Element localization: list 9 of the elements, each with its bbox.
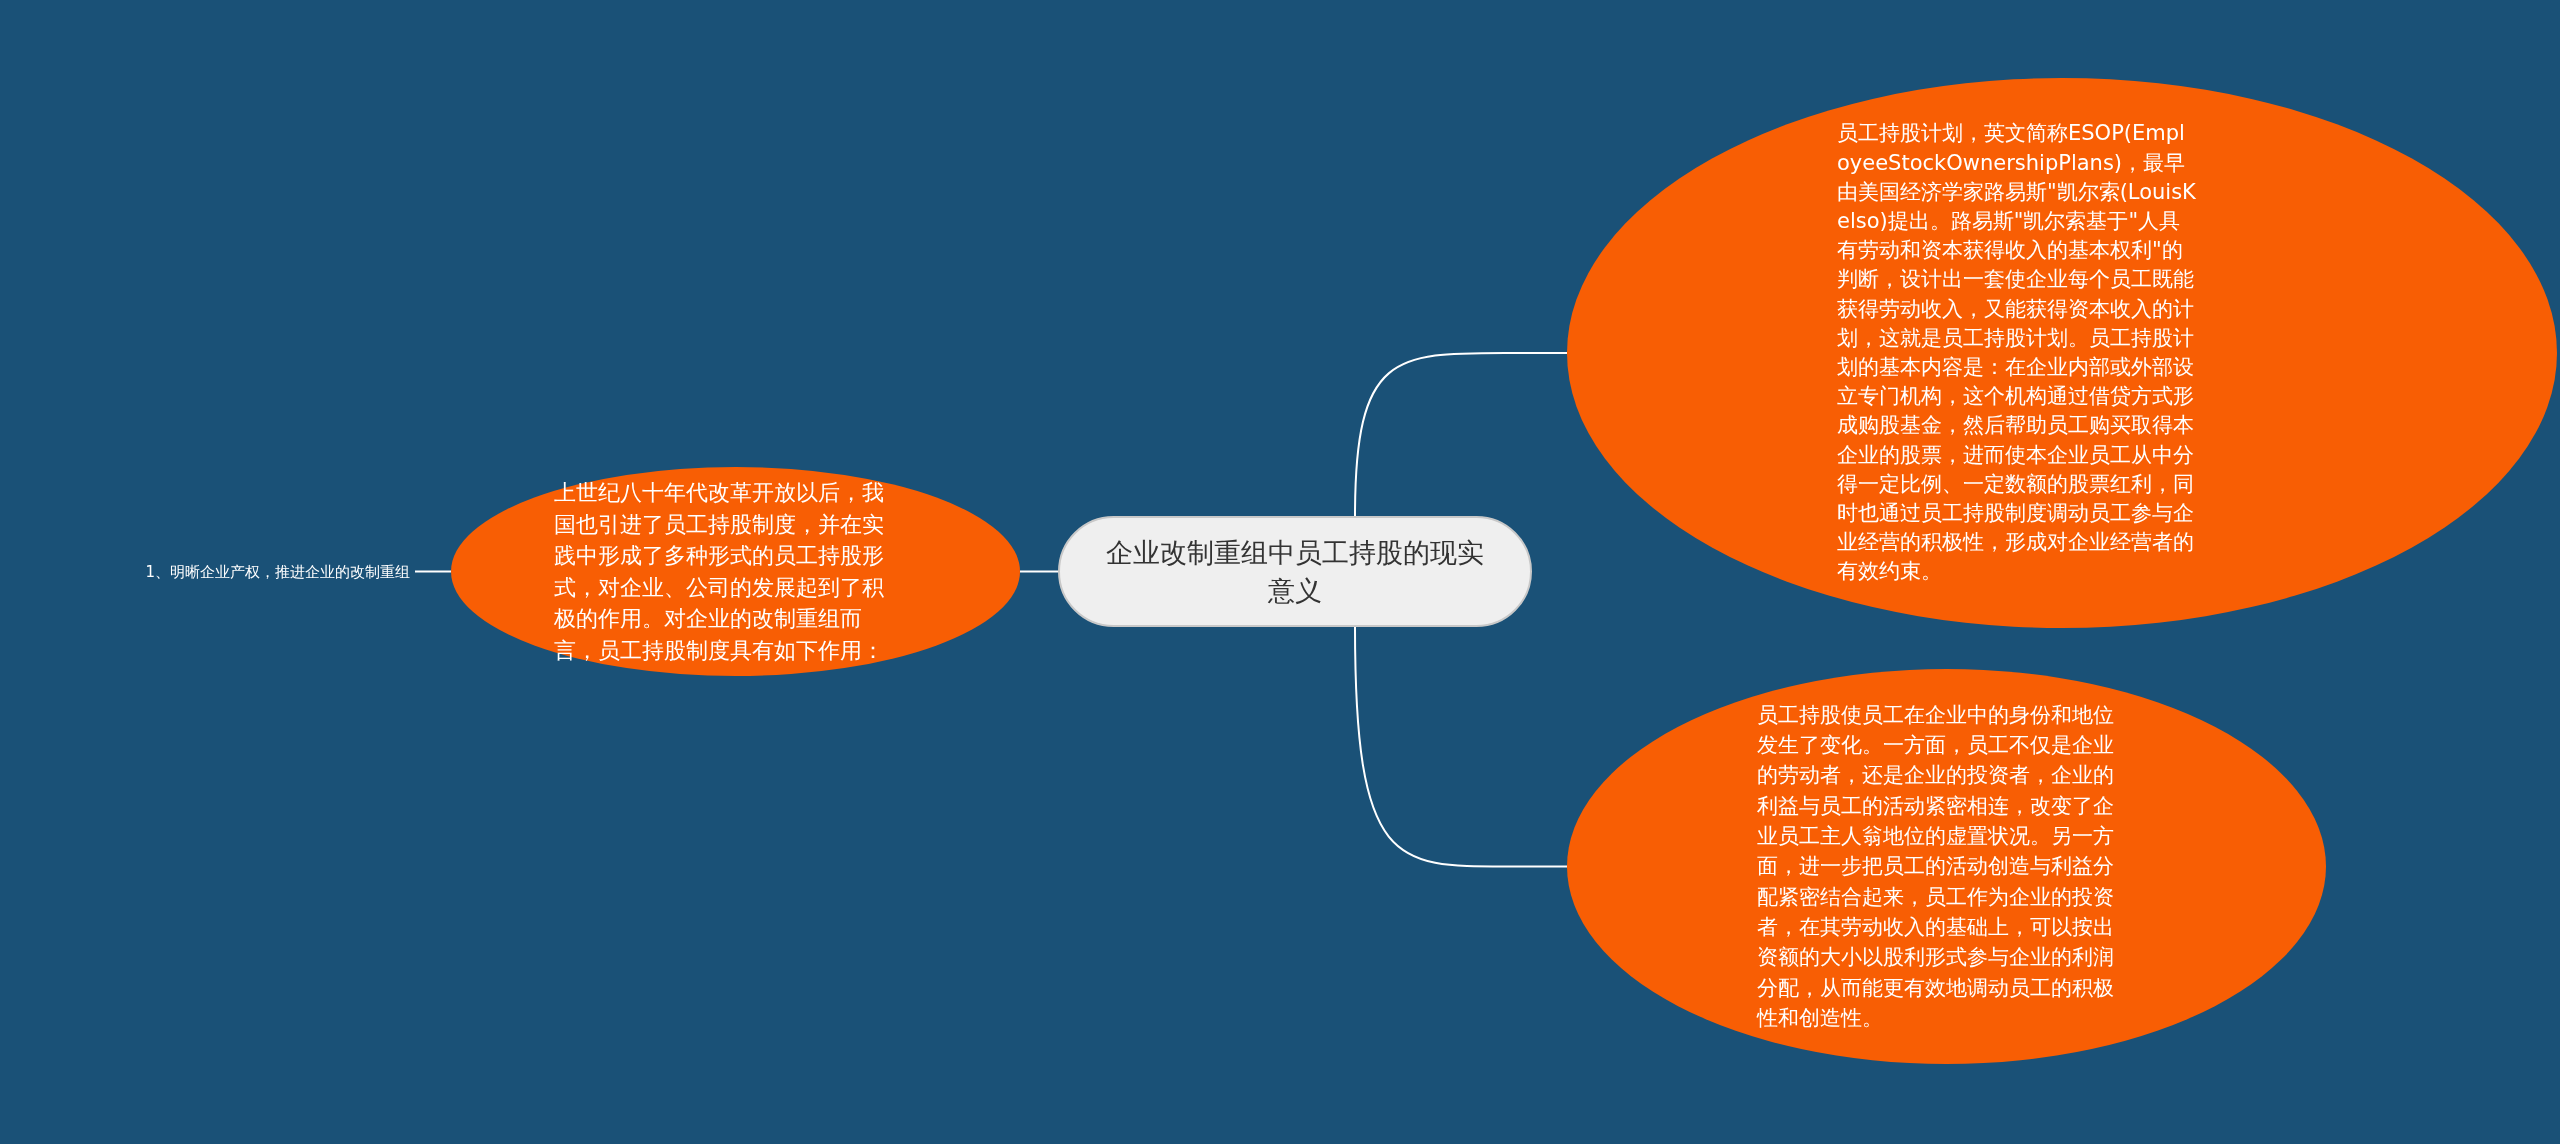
topic-text: 企业改制重组中员工持股的现实意义	[1105, 535, 1485, 608]
topic-text: 员工持股使员工在企业中的身份和地位发生了变化。一方面，员工不仅是企业的劳动者，还是企业的投资者，企业的利益与员工的活动紧密相连，改变了企业员工主人翁地位的虚置状况。另一方面，进一步把员工的活动创造与利益分配紧密结合起来，员工作为企业的投资者，在其劳动收入的基础上，可以按出资额的大小以股利形式参与企业的利润分配，从而能更有效地调动员工的积极性和创造性。	[1757, 701, 2115, 1032]
connector-line	[1019, 570, 1059, 573]
connector-line	[1354, 626, 1568, 868]
topic-text: 员工持股计划，英文简称ESOP(EmployeeStockOwnershipPlans)，最早由美国经济学家路易斯"凯尔索(LouisKelso)提出。路易斯"凯尔索基于"人具有劳动和资本获得收入的基本权利"的判断，设计出一套使企业每个员工既能获得劳动收入，又能获得资本收入的计划，这就是员工持股计划。员工持股计划的基本内容是：在企业内部或外部设立专门机构，这个机构通过借贷方式形成购股基金，然后帮助员工购买取得本企业的股票，进而使本企业员工从中分得一定比例、一定数额的股票红利，同时也通过员工持股制度调动员工参与企业经营的积极性，形成对企业经营者的有效约束。	[1837, 120, 2197, 586]
topic-text: 上世纪八十年代改革开放以后，我国也引进了员工持股制度，并在实践中形成了多种形式的员工持股形式，对企业、公司的发展起到了积极的作用。对企业的改制重组而言，员工持股制度具有如下作用：	[554, 479, 885, 665]
connector-line	[1354, 352, 1568, 517]
topic-label: 1、明晰企业产权，推进企业的改制重组	[145, 562, 410, 582]
connector-line	[414, 570, 452, 573]
